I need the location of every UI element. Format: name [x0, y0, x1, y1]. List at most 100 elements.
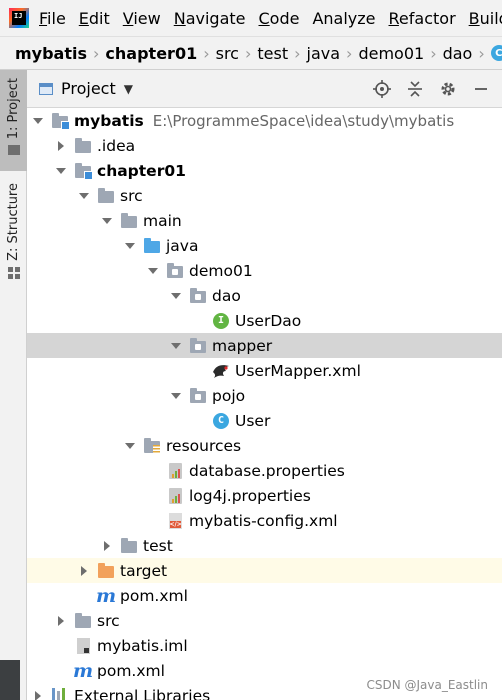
csdn-watermark: CSDN @Java_Eastlin	[366, 678, 488, 692]
breadcrumb-java[interactable]: java	[306, 43, 341, 63]
properties-file-icon	[166, 462, 184, 480]
expanded-arrow-icon[interactable]	[169, 291, 183, 301]
breadcrumb-separator: ›	[93, 43, 100, 63]
minimize-icon[interactable]	[469, 77, 493, 101]
folder-icon	[97, 187, 115, 205]
collapsed-arrow-icon[interactable]	[100, 540, 114, 552]
tree-row-mapper[interactable]: mapper	[27, 333, 502, 358]
breadcrumb-dao[interactable]: dao	[442, 43, 473, 63]
tree-item-label: User	[235, 411, 271, 430]
module-folder-icon	[51, 112, 70, 130]
menu-edit[interactable]: Edit	[78, 8, 110, 28]
breadcrumb-test[interactable]: test	[257, 43, 289, 63]
intellij-logo-text: IJ	[14, 12, 23, 20]
tree-row-test[interactable]: test	[27, 533, 502, 558]
collapsed-arrow-icon[interactable]	[77, 565, 91, 577]
tree-row-main[interactable]: main	[27, 208, 502, 233]
tree-item-label: resources	[166, 436, 242, 455]
expanded-arrow-icon[interactable]	[31, 116, 45, 126]
tree-row-chapter01[interactable]: chapter01	[27, 158, 502, 183]
tree-row-java[interactable]: java	[27, 233, 502, 258]
tree-row-src-chapter[interactable]: src	[27, 183, 502, 208]
menu-analyze[interactable]: Analyze	[312, 8, 376, 28]
breadcrumb-src[interactable]: src	[215, 43, 239, 63]
source-folder-icon	[143, 237, 161, 255]
tree-row-src-root[interactable]: src	[27, 608, 502, 633]
tree-row-mybatis-iml[interactable]: mybatis.iml	[27, 633, 502, 658]
breadcrumb-separator: ›	[346, 43, 353, 63]
tree-row-idea[interactable]: .idea	[27, 133, 502, 158]
expanded-arrow-icon[interactable]	[77, 191, 91, 201]
navigation-breadcrumb: mybatis›chapter01›src›test›java›demo01›d…	[0, 36, 502, 70]
tree-row-dao[interactable]: dao	[27, 283, 502, 308]
menu-file[interactable]: File	[39, 8, 66, 28]
tree-row-external-libraries[interactable]: External Libraries	[27, 683, 502, 700]
tree-item-label: mybatis	[74, 111, 144, 130]
tree-item-label: test	[143, 536, 173, 555]
tree-item-label: pom.xml	[97, 661, 165, 680]
expanded-arrow-icon[interactable]	[123, 441, 137, 451]
breadcrumb-separator: ›	[244, 43, 252, 63]
tree-item-label: pojo	[212, 386, 246, 405]
panel-title[interactable]: Project	[61, 79, 116, 98]
locate-icon[interactable]	[370, 77, 394, 101]
breadcrumb-separator: ›	[294, 43, 301, 63]
tree-row-target[interactable]: target	[27, 558, 502, 583]
tree-row-demo01[interactable]: demo01	[27, 258, 502, 283]
tree-row-log4j-properties[interactable]: log4j.properties	[27, 483, 502, 508]
bottom-stripe-handle[interactable]	[0, 660, 20, 700]
tree-item-label: pom.xml	[120, 586, 188, 605]
tree-row-resources[interactable]: resources	[27, 433, 502, 458]
breadcrumb-chapter01[interactable]: chapter01	[105, 43, 198, 63]
expanded-arrow-icon[interactable]	[123, 241, 137, 251]
gear-icon[interactable]	[436, 77, 460, 101]
breadcrumb-separator: ›	[203, 43, 210, 63]
structure-tool-window-tab[interactable]: Z: Structure	[0, 183, 27, 283]
menu-view[interactable]: View	[122, 8, 161, 28]
menu-navigate[interactable]: Navigate	[173, 8, 246, 28]
tree-row-usermapper-xml[interactable]: UserMapper.xml	[27, 358, 502, 383]
expanded-arrow-icon[interactable]	[54, 166, 68, 176]
breadcrumb-separator: ›	[430, 43, 437, 63]
xml-file-icon: </>	[166, 512, 184, 530]
breadcrumb-separator: ›	[478, 43, 485, 63]
collapse-all-icon[interactable]	[403, 77, 427, 101]
project-tool-window-tab[interactable]: 1: Project	[0, 70, 27, 171]
package-icon	[189, 287, 207, 305]
collapsed-arrow-icon[interactable]	[31, 690, 45, 700]
tree-item-label: database.properties	[189, 461, 345, 480]
module-file-icon	[74, 637, 92, 655]
tree-item-label: mapper	[212, 336, 273, 355]
tree-item-label: src	[120, 186, 143, 205]
breadcrumb-mybatis[interactable]: mybatis	[15, 43, 88, 63]
tree-item-label: UserDao	[235, 311, 302, 330]
class-icon: C	[490, 45, 502, 61]
tree-row-database-properties[interactable]: database.properties	[27, 458, 502, 483]
structure-tab-label: Z: Structure	[6, 183, 21, 261]
menu-refactor[interactable]: Refactor	[388, 8, 456, 28]
tree-item-label: demo01	[189, 261, 253, 280]
expanded-arrow-icon[interactable]	[169, 391, 183, 401]
maven-icon: m	[72, 659, 94, 682]
view-dropdown-icon[interactable]: ▼	[123, 81, 133, 96]
collapsed-arrow-icon[interactable]	[54, 615, 68, 627]
breadcrumb-demo01[interactable]: demo01	[358, 43, 425, 63]
mybatis-icon	[212, 362, 230, 380]
resources-folder-icon	[143, 437, 161, 455]
collapsed-arrow-icon[interactable]	[54, 140, 68, 152]
menu-build[interactable]: Build	[468, 8, 502, 28]
menu-code[interactable]: Code	[258, 8, 300, 28]
tree-row-mybatis-config[interactable]: </>mybatis-config.xml	[27, 508, 502, 533]
tree-row-pojo[interactable]: pojo	[27, 383, 502, 408]
tree-item-label: External Libraries	[74, 686, 211, 700]
expanded-arrow-icon[interactable]	[100, 216, 114, 226]
expanded-arrow-icon[interactable]	[169, 341, 183, 351]
expanded-arrow-icon[interactable]	[146, 266, 160, 276]
folder-icon	[74, 137, 92, 155]
